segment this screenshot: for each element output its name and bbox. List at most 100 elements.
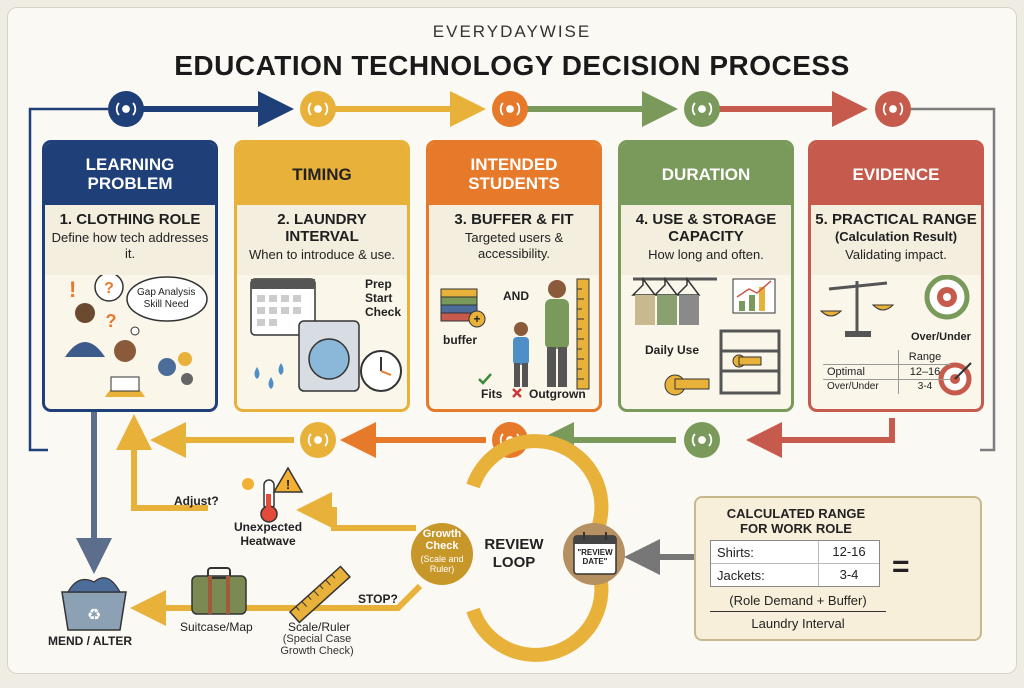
and-label: AND	[503, 289, 529, 303]
row-key: Shirts:	[717, 544, 754, 560]
card-title: 3. BUFFER & FIT	[454, 211, 574, 228]
evidence-table: Range Optimal 12–16 Over/Under 3-4	[823, 350, 951, 394]
growth-check-sub: (Scale and Ruler)	[420, 554, 464, 574]
stop-label: STOP?	[358, 592, 398, 606]
svg-text:!: !	[286, 477, 290, 492]
card-desc: Targeted users & accessibility.	[464, 230, 564, 261]
review-loop-label: REVIEW LOOP	[484, 536, 544, 571]
card-subheader: 2. LAUNDRY INTERVAL When to introduce & …	[237, 205, 407, 275]
adjust-label: Adjust?	[174, 494, 219, 508]
thought-cloud-icon	[126, 276, 208, 322]
svg-text:+: +	[473, 312, 480, 326]
range-table: Shirts: 12-16 Jackets: 3-4	[710, 540, 880, 587]
fit-illustration: +	[440, 278, 590, 398]
signal-icons	[115, 102, 904, 447]
adult-figure-icon	[548, 280, 566, 298]
row-key: Jackets:	[717, 567, 765, 583]
outgrown-label: Outgrown	[529, 387, 586, 401]
card-subheader: 4. USE & STORAGE CAPACITY How long and o…	[621, 205, 791, 275]
table-row: Shirts: 12-16	[711, 541, 879, 564]
row-key: Optimal	[827, 366, 865, 378]
height-ruler-icon	[576, 278, 590, 390]
child-figure-icon	[514, 322, 528, 336]
question-bubble-icon	[94, 275, 124, 302]
card-desc: Validating impact.	[845, 247, 947, 262]
calculated-range-box: CALCULATED RANGE FOR WORK ROLE Shirts: 12…	[694, 496, 982, 641]
prep-list: Prep Start Check	[365, 277, 402, 319]
growth-check-label: Growth Check	[422, 528, 462, 552]
card-title-2: (Calculation Result)	[834, 229, 958, 244]
cloud-label: Gap Analysis Skill Need	[137, 287, 196, 310]
card-header: TIMING	[237, 143, 407, 205]
row-value: 12–16	[898, 365, 951, 379]
brand-name: EVERYDAYWISE	[432, 22, 592, 41]
storage-illustration	[631, 276, 781, 396]
scale-sub-label: (Special Case Growth Check)	[280, 633, 354, 657]
card-subheader: 1. CLOTHING ROLE Define how tech address…	[45, 205, 215, 275]
card-duration: DURATION 4. USE & STORAGE CAPACITY How l…	[618, 140, 794, 412]
timing-illustration	[250, 278, 402, 392]
range-formula: (Role Demand + Buffer) Laundry Interval	[710, 593, 886, 631]
card-title: 1. CLOTHING ROLE	[59, 211, 201, 228]
card-intended-students: INTENDED STUDENTS 3. BUFFER & FIT Target…	[426, 140, 602, 412]
page-title: EDUCATION TECHNOLOGY DECISION PROCESS	[174, 50, 850, 81]
return-arrows	[150, 418, 895, 458]
exclamation-icon: !	[69, 277, 76, 302]
card-title: 2. LAUNDRY INTERVAL	[277, 211, 367, 245]
flow-arrows-layer: ! ♻	[28, 91, 996, 662]
card-header: EVIDENCE	[811, 143, 981, 205]
card-timing: TIMING 2. LAUNDRY INTERVAL When to intro…	[234, 140, 410, 412]
learning-illustration: ! ? ?	[65, 275, 208, 397]
equals-sign: =	[892, 550, 910, 583]
svg-text:♻: ♻	[87, 605, 101, 624]
buffer-label: buffer	[443, 333, 477, 347]
formula-numerator: (Role Demand + Buffer)	[710, 593, 886, 612]
range-title: CALCULATED RANGE FOR WORK ROLE	[726, 506, 866, 536]
recycle-bin-icon: ♻	[61, 577, 127, 631]
card-learning-problem: LEARNING PROBLEM 1. CLOTHING ROLE Define…	[42, 140, 218, 412]
over-under-label: Over/Under	[911, 331, 971, 343]
fits-label: Fits	[481, 387, 503, 401]
thermometer-icon	[260, 479, 278, 523]
card-title: 4. USE & STORAGE CAPACITY	[635, 211, 777, 245]
mend-alter-label: MEND / ALTER	[48, 634, 132, 648]
ruler-icon	[288, 565, 351, 624]
card-evidence: EVIDENCE 5. PRACTICAL RANGE (Calculation…	[808, 140, 984, 412]
card-desc: How long and often.	[648, 247, 764, 262]
svg-text:?: ?	[104, 280, 114, 297]
card-header: INTENDED STUDENTS	[429, 143, 599, 205]
check-icon	[478, 373, 492, 385]
scale-label: Scale/Ruler	[288, 620, 351, 634]
cross-icon	[512, 388, 522, 398]
sun-icon	[242, 478, 254, 490]
heatwave-arrow	[296, 492, 416, 531]
row-key: Over/Under	[827, 381, 879, 392]
svg-text:?: ?	[106, 311, 117, 331]
heatwave-label: Unexpected Heatwave	[234, 520, 303, 548]
table-row: Jackets: 3-4	[711, 564, 879, 586]
adjust-arrow	[116, 414, 208, 511]
water-drop-icon	[254, 363, 284, 389]
suitcase-label: Suitcase/Map	[180, 620, 253, 634]
suitcase-icon	[191, 567, 247, 615]
row-value: 3-4	[898, 380, 951, 394]
daily-use-label: Daily Use	[645, 343, 700, 357]
infographic-page: ! ♻ EVERYDAYWISE EDUCATION TECHNOLO	[7, 7, 1017, 674]
warning-icon: !	[272, 466, 304, 493]
formula-denominator: Laundry Interval	[751, 616, 845, 631]
card-subheader: 3. BUFFER & FIT Targeted users & accessi…	[429, 205, 599, 275]
review-date-label: "REVIEW DATE"	[577, 548, 613, 566]
range-header: Range	[898, 350, 951, 364]
card-header: LEARNING PROBLEM	[45, 143, 215, 205]
row-value: 3-4	[818, 564, 879, 586]
card-header: DURATION	[621, 143, 791, 205]
calendar-icon	[573, 532, 617, 575]
card-subheader: 5. PRACTICAL RANGE (Calculation Result) …	[811, 205, 981, 275]
gear-icon	[158, 358, 176, 376]
card-title: 5. PRACTICAL RANGE	[815, 211, 977, 228]
shelf-icon	[719, 329, 781, 395]
row-value: 12-16	[818, 541, 879, 563]
card-desc: Define how tech addresses it.	[51, 230, 209, 261]
card-desc: When to introduce & use.	[249, 247, 395, 262]
person-icon	[75, 303, 95, 323]
